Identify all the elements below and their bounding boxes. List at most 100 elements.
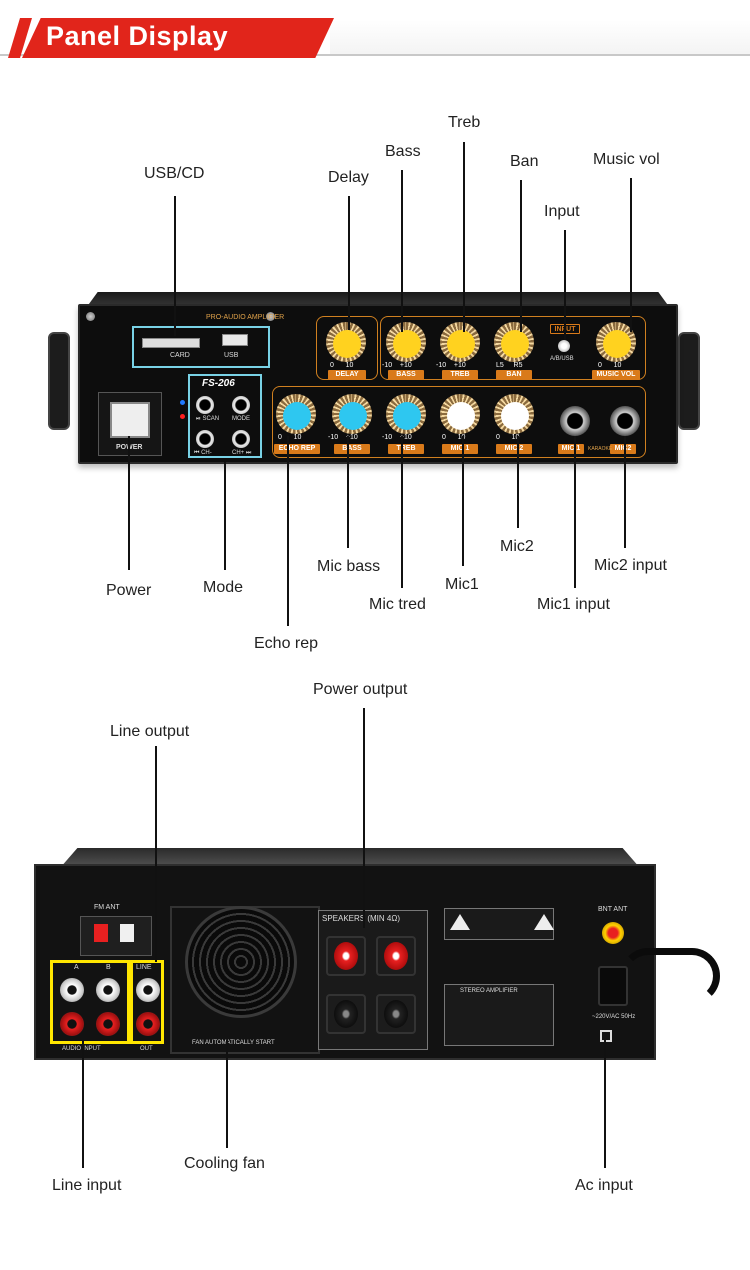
input-a-white-jack[interactable]: [60, 978, 84, 1002]
leader-power-output: [363, 708, 365, 928]
mic2-jack[interactable]: [610, 406, 640, 436]
input-b-red-jack[interactable]: [96, 1012, 120, 1036]
leader-echo-rep: [287, 436, 289, 626]
mic-treb-knob[interactable]: [386, 394, 426, 434]
channel-down-button[interactable]: [196, 430, 214, 448]
label-cooling-fan: Cooling fan: [184, 1155, 265, 1172]
line-out-white-jack[interactable]: [136, 978, 160, 1002]
back-panel-image: FM ANT A B LINE AUDIO INPUT OUT FAN AUTO…: [30, 848, 730, 1068]
input-b-white-jack[interactable]: [96, 978, 120, 1002]
label-input: Input: [544, 203, 580, 220]
fan-text: FAN AUTOMATICALLY START: [192, 1040, 275, 1046]
page-title: Panel Display: [46, 21, 229, 51]
mic-bass-label: BASS: [334, 444, 370, 454]
input-a-label: A: [74, 964, 79, 971]
echo-rep-scale: 0 10: [278, 434, 302, 441]
karaoke-logo: KARAOKE: [588, 446, 613, 452]
delay-label: DELAY: [328, 370, 366, 380]
speaker-right-negative[interactable]: [376, 994, 416, 1034]
speaker-left-positive[interactable]: [326, 936, 366, 976]
ban-knob[interactable]: [494, 322, 534, 362]
speakers-label: SPEAKERS (MIN 4Ω): [322, 914, 400, 923]
input-b-label: B: [106, 964, 111, 971]
label-power: Power: [106, 582, 152, 599]
mic1-jack[interactable]: [560, 406, 590, 436]
delay-knob[interactable]: [326, 322, 366, 362]
mic-treb-scale: -10 +10: [382, 434, 412, 441]
front-panel-image: PRO-AUDIO AMPLIFIER CARD USB POWER FS-20…: [48, 292, 700, 472]
mic-bass-knob[interactable]: [332, 394, 372, 434]
fm-ant-red-terminal[interactable]: [94, 924, 108, 942]
label-mic1: Mic1: [445, 576, 479, 593]
bass-label: BASS: [388, 370, 424, 380]
label-music-vol: Music vol: [593, 151, 660, 168]
leader-mic2-input: [624, 436, 626, 548]
banner-background: [22, 18, 334, 58]
mic2-scale: 0 10: [496, 434, 520, 441]
bnt-ant-connector[interactable]: [602, 922, 624, 944]
stereo-amplifier-label: STEREO AMPLIFIER: [460, 988, 518, 994]
bass-scale: -10 +10: [382, 362, 412, 369]
speaker-left-negative[interactable]: [326, 994, 366, 1034]
spec-plate: [444, 984, 554, 1046]
mic2-label: MIC 2: [496, 444, 532, 454]
back-faceplate: FM ANT A B LINE AUDIO INPUT OUT FAN AUTO…: [34, 864, 656, 1060]
leader-cooling-fan: [226, 1040, 228, 1148]
treb-label: TREB: [442, 370, 478, 380]
label-delay: Delay: [328, 169, 369, 186]
echo-rep-knob[interactable]: [276, 394, 316, 434]
label-ac-input: Ac input: [575, 1177, 633, 1194]
label-mic2: Mic2: [500, 538, 534, 555]
input-button[interactable]: [558, 340, 570, 352]
out-label: OUT: [140, 1046, 153, 1052]
fm-ant-plate: [80, 916, 152, 956]
music-vol-knob[interactable]: [596, 322, 636, 362]
echo-rep-label: ECHO REP: [274, 444, 320, 454]
leader-input: [564, 230, 566, 340]
speaker-right-positive[interactable]: [376, 936, 416, 976]
cooling-fan: [185, 906, 297, 1018]
line-label: LINE: [136, 964, 152, 971]
leader-power: [128, 436, 130, 570]
ban-scale: L5 R5: [496, 362, 523, 369]
leader-mic1: [462, 436, 464, 566]
label-power-output: Power output: [313, 681, 408, 698]
card-label: CARD: [170, 352, 190, 359]
mic1-knob[interactable]: [440, 394, 480, 434]
fm-ant-white-terminal[interactable]: [120, 924, 134, 942]
label-echo-rep: Echo rep: [254, 635, 319, 652]
audio-input-label: AUDIO INPUT: [62, 1046, 101, 1052]
usb-port[interactable]: [222, 334, 248, 346]
label-usb-cd: USB/CD: [144, 165, 205, 182]
channel-up-button[interactable]: [232, 430, 250, 448]
leader-line-input: [82, 1040, 84, 1168]
leader-music-vol: [630, 178, 632, 332]
double-insulation-icon: [600, 1030, 612, 1042]
fm-ant-label: FM ANT: [94, 904, 120, 911]
mic1-jack-label: MIC 1: [558, 444, 584, 454]
input-sub-label: A/B/USB: [550, 356, 574, 362]
mode-button[interactable]: [232, 396, 250, 414]
card-slot[interactable]: [142, 338, 200, 348]
input-a-red-jack[interactable]: [60, 1012, 84, 1036]
leader-ban: [520, 180, 522, 332]
mic2-knob[interactable]: [494, 394, 534, 434]
label-mode: Mode: [203, 579, 244, 596]
ch-down-label: ⏮ CH-: [194, 450, 212, 456]
bnt-ant-label: BNT ANT: [598, 906, 628, 913]
right-handle: [678, 332, 700, 430]
delay-scale: 0 10: [330, 362, 354, 369]
ac-text: ~220V/AC 50Hz: [592, 1014, 636, 1020]
treb-scale: -10 +10: [436, 362, 466, 369]
label-mic-tred: Mic tred: [369, 596, 426, 613]
power-switch[interactable]: [110, 402, 150, 438]
label-line-output: Line output: [110, 723, 190, 740]
bass-knob[interactable]: [386, 322, 426, 362]
line-out-red-jack[interactable]: [136, 1012, 160, 1036]
treb-knob[interactable]: [440, 322, 480, 362]
banner-tail: [330, 20, 750, 56]
line-input-highlight: [50, 960, 130, 1044]
warning-triangle-icon: [534, 914, 554, 930]
scan-button[interactable]: [196, 396, 214, 414]
brand-line: PRO-AUDIO AMPLIFIER: [206, 314, 285, 321]
